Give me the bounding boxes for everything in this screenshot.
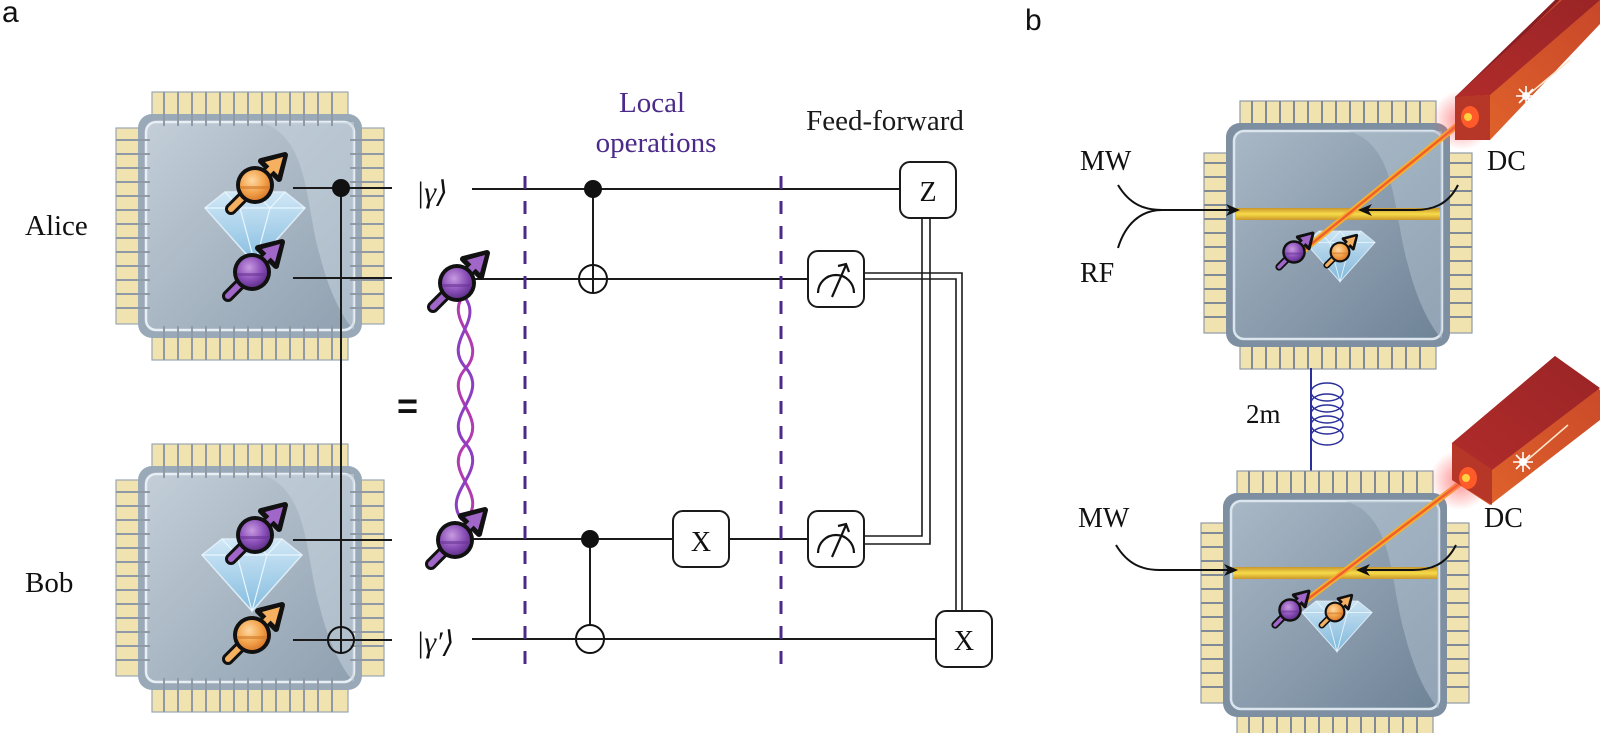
top-dc-label: DC	[1487, 146, 1526, 177]
top-laser-icon	[1432, 0, 1600, 150]
top-nv-chip	[1203, 100, 1473, 370]
bob-chip	[114, 442, 386, 714]
cross-chip-cnot	[293, 179, 392, 654]
meter-arc-icon	[816, 273, 856, 294]
top-input-arrows	[1117, 184, 1459, 249]
top-mw-label: MW	[1080, 146, 1132, 177]
bottom-laser-icon	[1430, 356, 1600, 510]
fiber-length-label: 2m	[1246, 399, 1281, 429]
meter-needle-icon	[830, 524, 848, 558]
x-gate-bob-label: X	[691, 527, 711, 558]
z-gate[interactable]: Z	[899, 161, 957, 219]
entanglement-helix	[454, 290, 475, 521]
panel-b-label: b	[1025, 4, 1042, 37]
equals-sign: =	[397, 385, 418, 426]
local-cnot-bob	[575, 530, 605, 654]
gamma-prime-state-label: |γ′⟩	[416, 626, 454, 659]
local-operations-title-line1: Local	[619, 87, 685, 119]
bell-spin-bob-icon	[431, 510, 485, 564]
gamma-state-label: |γ⟩	[416, 176, 448, 209]
control-dot	[332, 179, 350, 197]
x-gate-final-label: X	[954, 626, 974, 657]
meter-needle-icon	[830, 264, 848, 298]
alice-chip	[114, 90, 386, 362]
fiber-coil	[1310, 368, 1344, 475]
measurement-alice[interactable]	[807, 250, 865, 308]
x-gate-bob[interactable]: X	[672, 510, 730, 568]
bottom-input-arrows	[1115, 544, 1457, 571]
bottom-dc-label: DC	[1484, 503, 1523, 534]
z-gate-label: Z	[919, 177, 936, 208]
feed-forward-title: Feed-forward	[806, 105, 964, 137]
local-operations-title-line2: operations	[596, 127, 717, 159]
top-rf-label: RF	[1080, 258, 1114, 289]
measurement-bob[interactable]	[807, 510, 865, 568]
x-gate-final[interactable]: X	[935, 610, 993, 668]
classical-wires	[864, 219, 963, 611]
alice-label: Alice	[25, 210, 88, 242]
bottom-mw-label: MW	[1078, 503, 1130, 534]
bob-label: Bob	[25, 567, 73, 599]
local-cnot-alice	[578, 180, 608, 294]
meter-arc-icon	[816, 533, 856, 554]
panel-a-label: a	[2, 0, 19, 29]
